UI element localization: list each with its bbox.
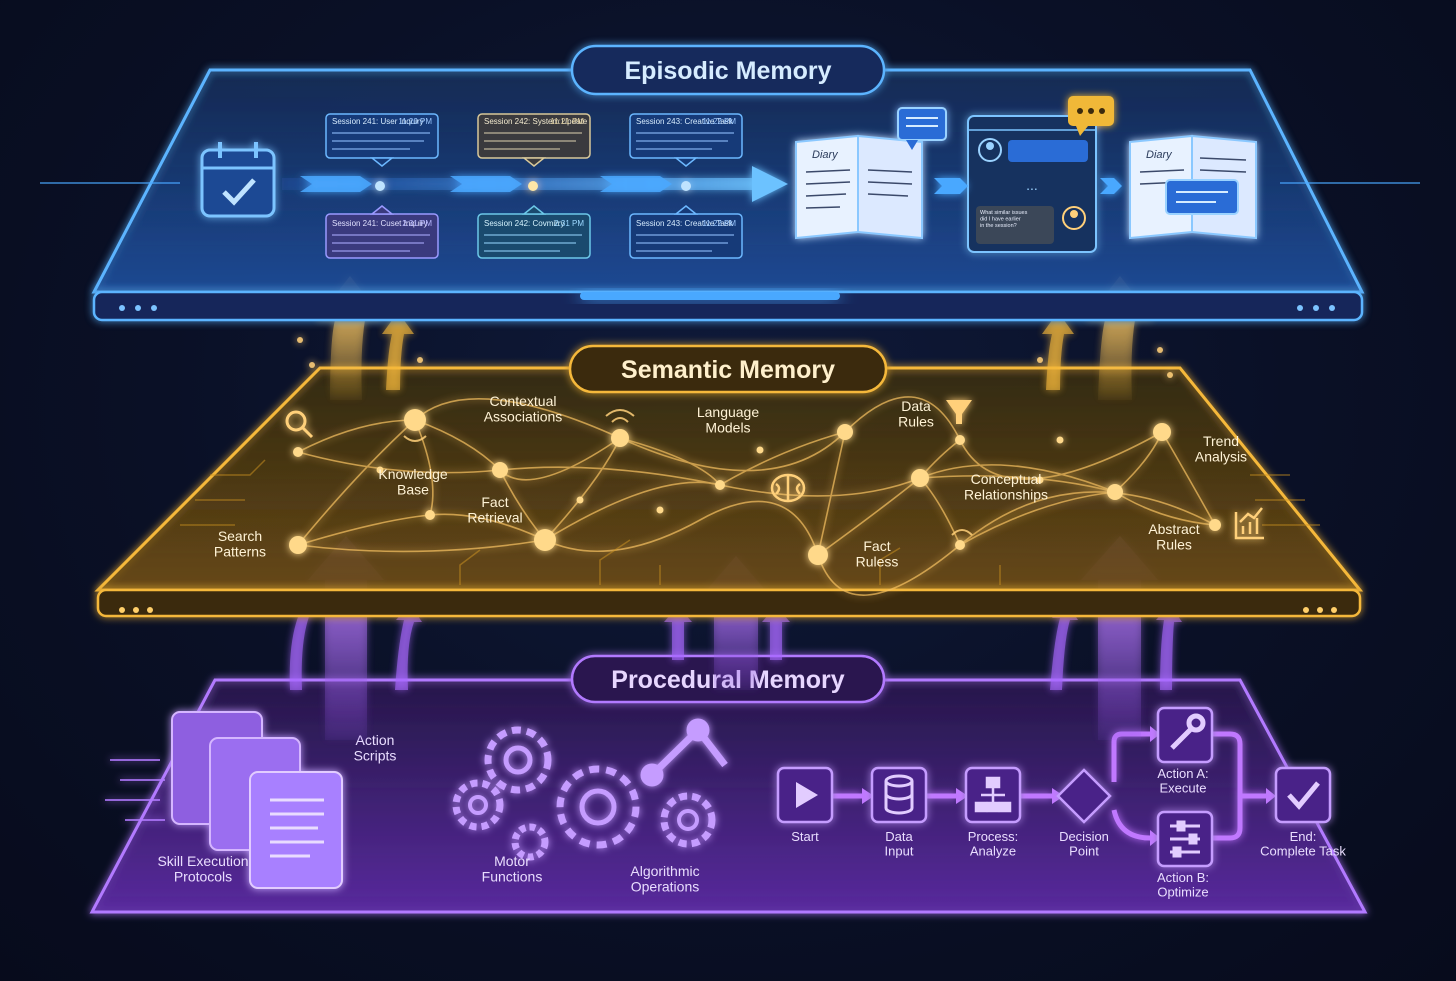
diary-label: Diary xyxy=(1146,149,1173,161)
session-card-time: 11:20 PM xyxy=(398,117,432,126)
session-card-title: Session 242: Covmirry xyxy=(484,219,564,228)
flow-action-a-label: Action A:Execute xyxy=(1157,766,1208,795)
episodic-layer: Episodic Memory xyxy=(40,44,1420,322)
diary-book-icon: Diary xyxy=(795,107,947,240)
episodic-edge-dots xyxy=(119,305,1335,311)
session-card: Session 242: System Update 11:21 PM xyxy=(477,113,591,167)
bar-chart-icon xyxy=(1234,507,1264,540)
scroll-icon xyxy=(105,711,343,889)
flow-end-label: End:Complete Task xyxy=(1260,829,1346,858)
calendar-icon xyxy=(200,142,276,218)
sliders-icon xyxy=(1170,820,1200,858)
chat-bubble-icon xyxy=(1068,96,1114,136)
database-icon xyxy=(884,774,914,815)
diary-book-icon: Diary xyxy=(1129,134,1257,240)
brain-icon xyxy=(770,473,806,503)
session-card-time: 11:22 PM xyxy=(702,117,736,126)
session-card-title: Session 242: System Update xyxy=(484,117,588,126)
checkmark-icon xyxy=(1287,781,1320,810)
procedural-platform xyxy=(89,678,1368,914)
wifi-signal-icon xyxy=(403,409,973,536)
flow-start-label: Start xyxy=(791,829,819,844)
chat-ellipsis: ... xyxy=(1026,177,1038,193)
semantic-nodes xyxy=(289,409,1221,565)
search-icon xyxy=(285,410,314,439)
semantic-edge-dots xyxy=(119,607,1337,613)
session-card-title: Session 241: Cuset Inquiry xyxy=(332,219,428,228)
episodic-edge-bar xyxy=(580,292,840,300)
flow-end-node xyxy=(1274,766,1332,824)
diamond-icon xyxy=(1056,768,1112,824)
flow-action-b-label: Action B:Optimize xyxy=(1157,870,1209,899)
session-card-time: 11:22 PM xyxy=(702,219,736,228)
flow-decision-node xyxy=(1056,768,1112,824)
diary-label: Diary xyxy=(812,149,839,161)
session-card-title: Session 243: Creative Task xyxy=(636,219,734,228)
session-card-time: 2:31 PM xyxy=(402,219,432,228)
flow-data-input-node xyxy=(870,766,928,824)
semantic-title: Semantic Memory xyxy=(621,356,835,384)
session-card: Session 242: Covmirry 2:31 PM xyxy=(477,205,591,259)
session-card-time: 2:31 PM xyxy=(554,219,584,228)
flow-action-b-node xyxy=(1156,810,1214,868)
wrench-icon xyxy=(1170,713,1206,750)
user-avatar-icon xyxy=(978,138,1002,162)
circuit-traces xyxy=(180,459,1320,585)
play-icon xyxy=(796,782,818,808)
robot-arm-icon xyxy=(640,718,728,787)
flow-process-label: Process:Analyze xyxy=(968,829,1019,858)
flow-process-node xyxy=(964,766,1022,824)
episodic-timeline xyxy=(282,166,788,202)
hierarchy-icon xyxy=(974,776,1012,813)
session-card: Session 243: Creative Task 11:22 PM xyxy=(629,113,743,167)
flow-start-node xyxy=(776,766,834,824)
session-card-time: 11:21 PM xyxy=(550,117,584,126)
episodic-title: Episodic Memory xyxy=(625,57,832,85)
filter-icon xyxy=(946,400,972,424)
session-card-title: Session 243: Creative Task xyxy=(636,117,734,126)
session-cards: Session 241: User Inquiry 11:20 PM Sessi… xyxy=(325,113,743,259)
session-card: Session 241: Cuset Inquiry 2:31 PM xyxy=(325,205,439,259)
session-card-title: Session 241: User Inquiry xyxy=(332,117,424,126)
semantic-title-pill xyxy=(568,344,888,394)
episodic-title-pill xyxy=(570,44,886,96)
session-card: Session 243: Creative Task 11:22 PM xyxy=(629,205,743,259)
gear-icon xyxy=(452,726,716,861)
semantic-platform-edge xyxy=(96,588,1362,618)
session-card: Session 241: User Inquiry 11:20 PM xyxy=(325,113,439,167)
chat-arrows xyxy=(934,178,1122,194)
semantic-network xyxy=(297,396,1216,596)
flow-action-a-node xyxy=(1156,706,1214,764)
